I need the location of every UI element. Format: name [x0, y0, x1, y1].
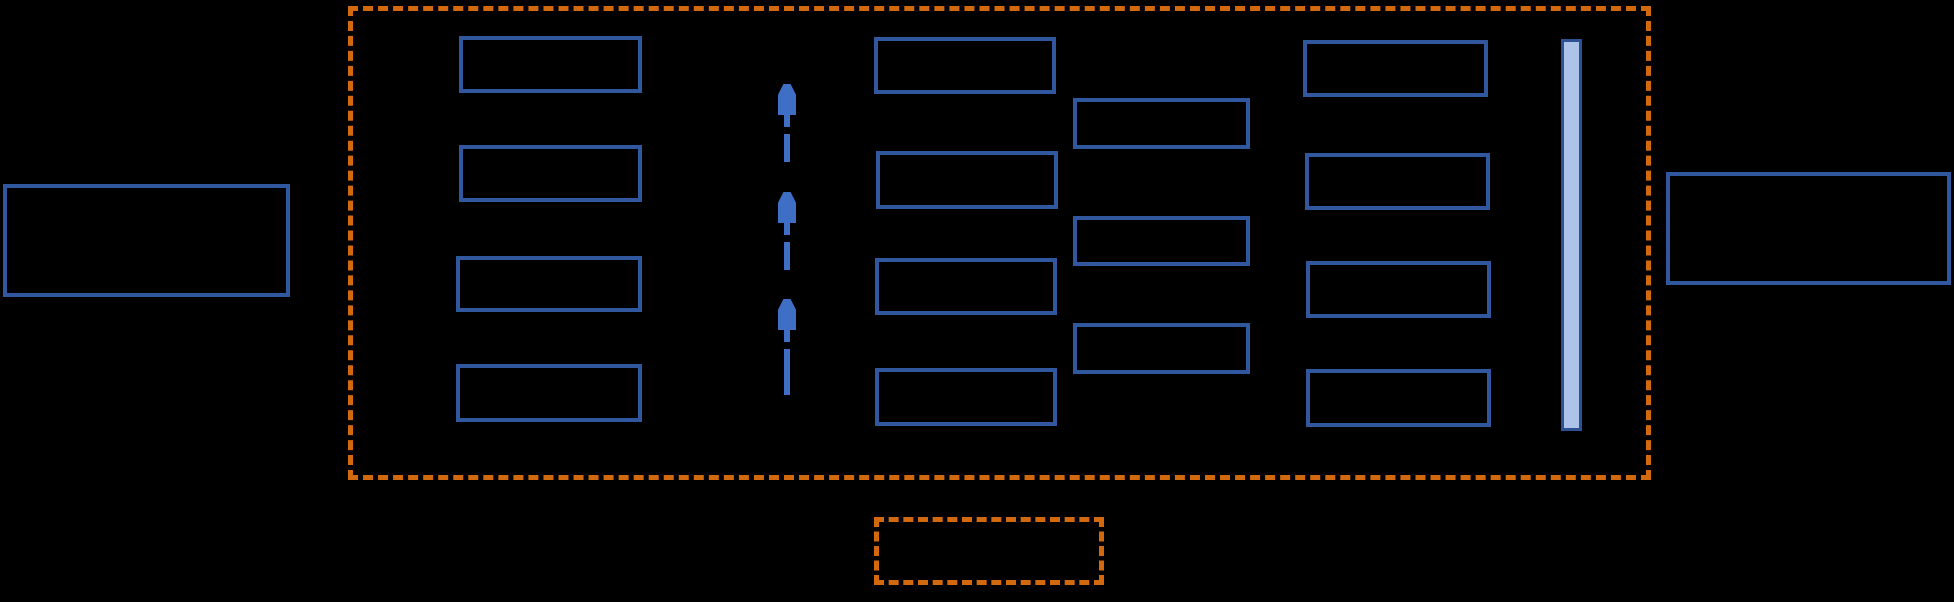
main-dashed-container [348, 6, 1651, 480]
left-external-box[interactable] [3, 184, 290, 297]
column-4-box-1[interactable] [1303, 40, 1488, 97]
column-1-box-4[interactable] [456, 364, 642, 422]
column-3-box-3[interactable] [1073, 323, 1250, 374]
column-2-box-4[interactable] [875, 368, 1057, 426]
vertical-progress-bar[interactable] [1561, 39, 1582, 431]
column-4-box-2[interactable] [1305, 153, 1490, 210]
right-external-box[interactable] [1666, 172, 1951, 285]
column-3-box-1[interactable] [1073, 98, 1250, 149]
column-1-box-3[interactable] [456, 256, 642, 312]
column-4-box-4[interactable] [1306, 369, 1491, 427]
column-1-box-2[interactable] [459, 145, 642, 202]
column-2-box-1[interactable] [874, 37, 1056, 94]
column-3-box-2[interactable] [1073, 216, 1250, 266]
column-4-box-3[interactable] [1306, 261, 1491, 318]
column-2-box-3[interactable] [875, 258, 1057, 315]
column-1-box-1[interactable] [459, 36, 642, 93]
bottom-caption-box[interactable] [874, 517, 1104, 585]
column-2-box-2[interactable] [876, 151, 1058, 209]
